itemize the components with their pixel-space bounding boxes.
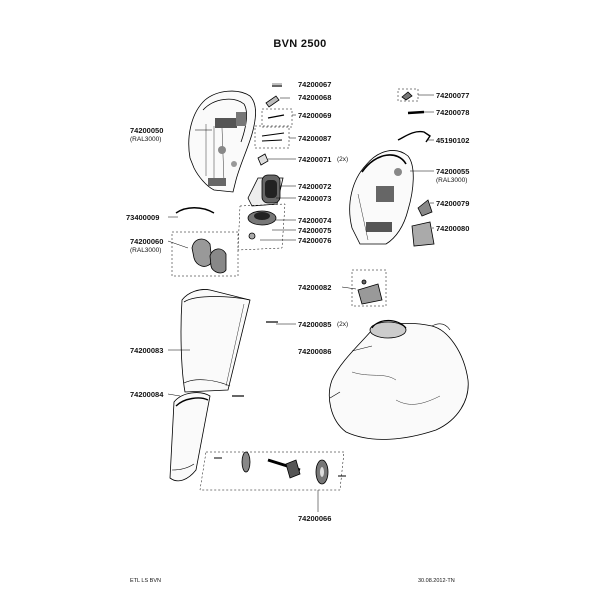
part-label-74200060: 74200060 xyxy=(130,237,164,246)
footer-left: ETL LS BVN xyxy=(130,578,161,584)
footer-right: 30.08.2012-TN xyxy=(418,578,455,584)
part-label-74200086: 74200086 xyxy=(298,347,332,356)
part-label-74200077: 74200077 xyxy=(436,91,470,100)
part-label-74200083: 74200083 xyxy=(130,346,164,355)
part-label-74200066: 74200066 xyxy=(298,514,332,523)
lower-tube-part xyxy=(169,392,211,482)
part-label-74200071: 74200071 xyxy=(298,155,332,164)
part-label-45190102: 45190102 xyxy=(436,136,470,145)
drawing-title: BVN 2500 xyxy=(273,38,327,50)
collection-bag-part xyxy=(329,319,469,440)
part-label-74200068: 74200068 xyxy=(298,93,332,102)
part-label-74200079: 74200079 xyxy=(436,199,470,208)
part-qty-74200085: (2x) xyxy=(337,321,349,328)
part-label-74200084: 74200084 xyxy=(130,390,164,399)
part-label-74200067: 74200067 xyxy=(298,80,332,89)
part-label-74200082: 74200082 xyxy=(298,283,332,292)
part-label-74200073: 74200073 xyxy=(298,194,332,203)
part-label-74200074: 74200074 xyxy=(298,216,332,225)
part-label-74200055: 74200055 xyxy=(436,167,470,176)
part-label-74200085: 74200085 xyxy=(298,320,332,329)
part-label-74200078: 74200078 xyxy=(436,108,470,117)
part-note-74200055: (RAL3000) xyxy=(436,177,468,184)
left-housing-part xyxy=(188,90,256,193)
motor-assembly-part xyxy=(237,174,286,251)
right-housing-part xyxy=(349,150,414,245)
wheel-axle-assembly-part xyxy=(199,451,346,491)
part-label-74200069: 74200069 xyxy=(298,111,332,120)
part-qty-74200071: (2x) xyxy=(337,156,349,163)
upper-tube-part xyxy=(180,289,251,393)
part-note-74200050: (RAL3000) xyxy=(130,136,162,143)
part-note-74200060: (RAL3000) xyxy=(130,247,162,254)
part-label-74200076: 74200076 xyxy=(298,236,332,245)
part-label-74200075: 74200075 xyxy=(298,226,332,235)
part-label-74200050: 74200050 xyxy=(130,126,164,135)
part-label-73400009: 73400009 xyxy=(126,213,160,222)
part-label-74200072: 74200072 xyxy=(298,182,332,191)
part-label-74200080: 74200080 xyxy=(436,224,470,233)
part-label-74200087: 74200087 xyxy=(298,134,332,143)
